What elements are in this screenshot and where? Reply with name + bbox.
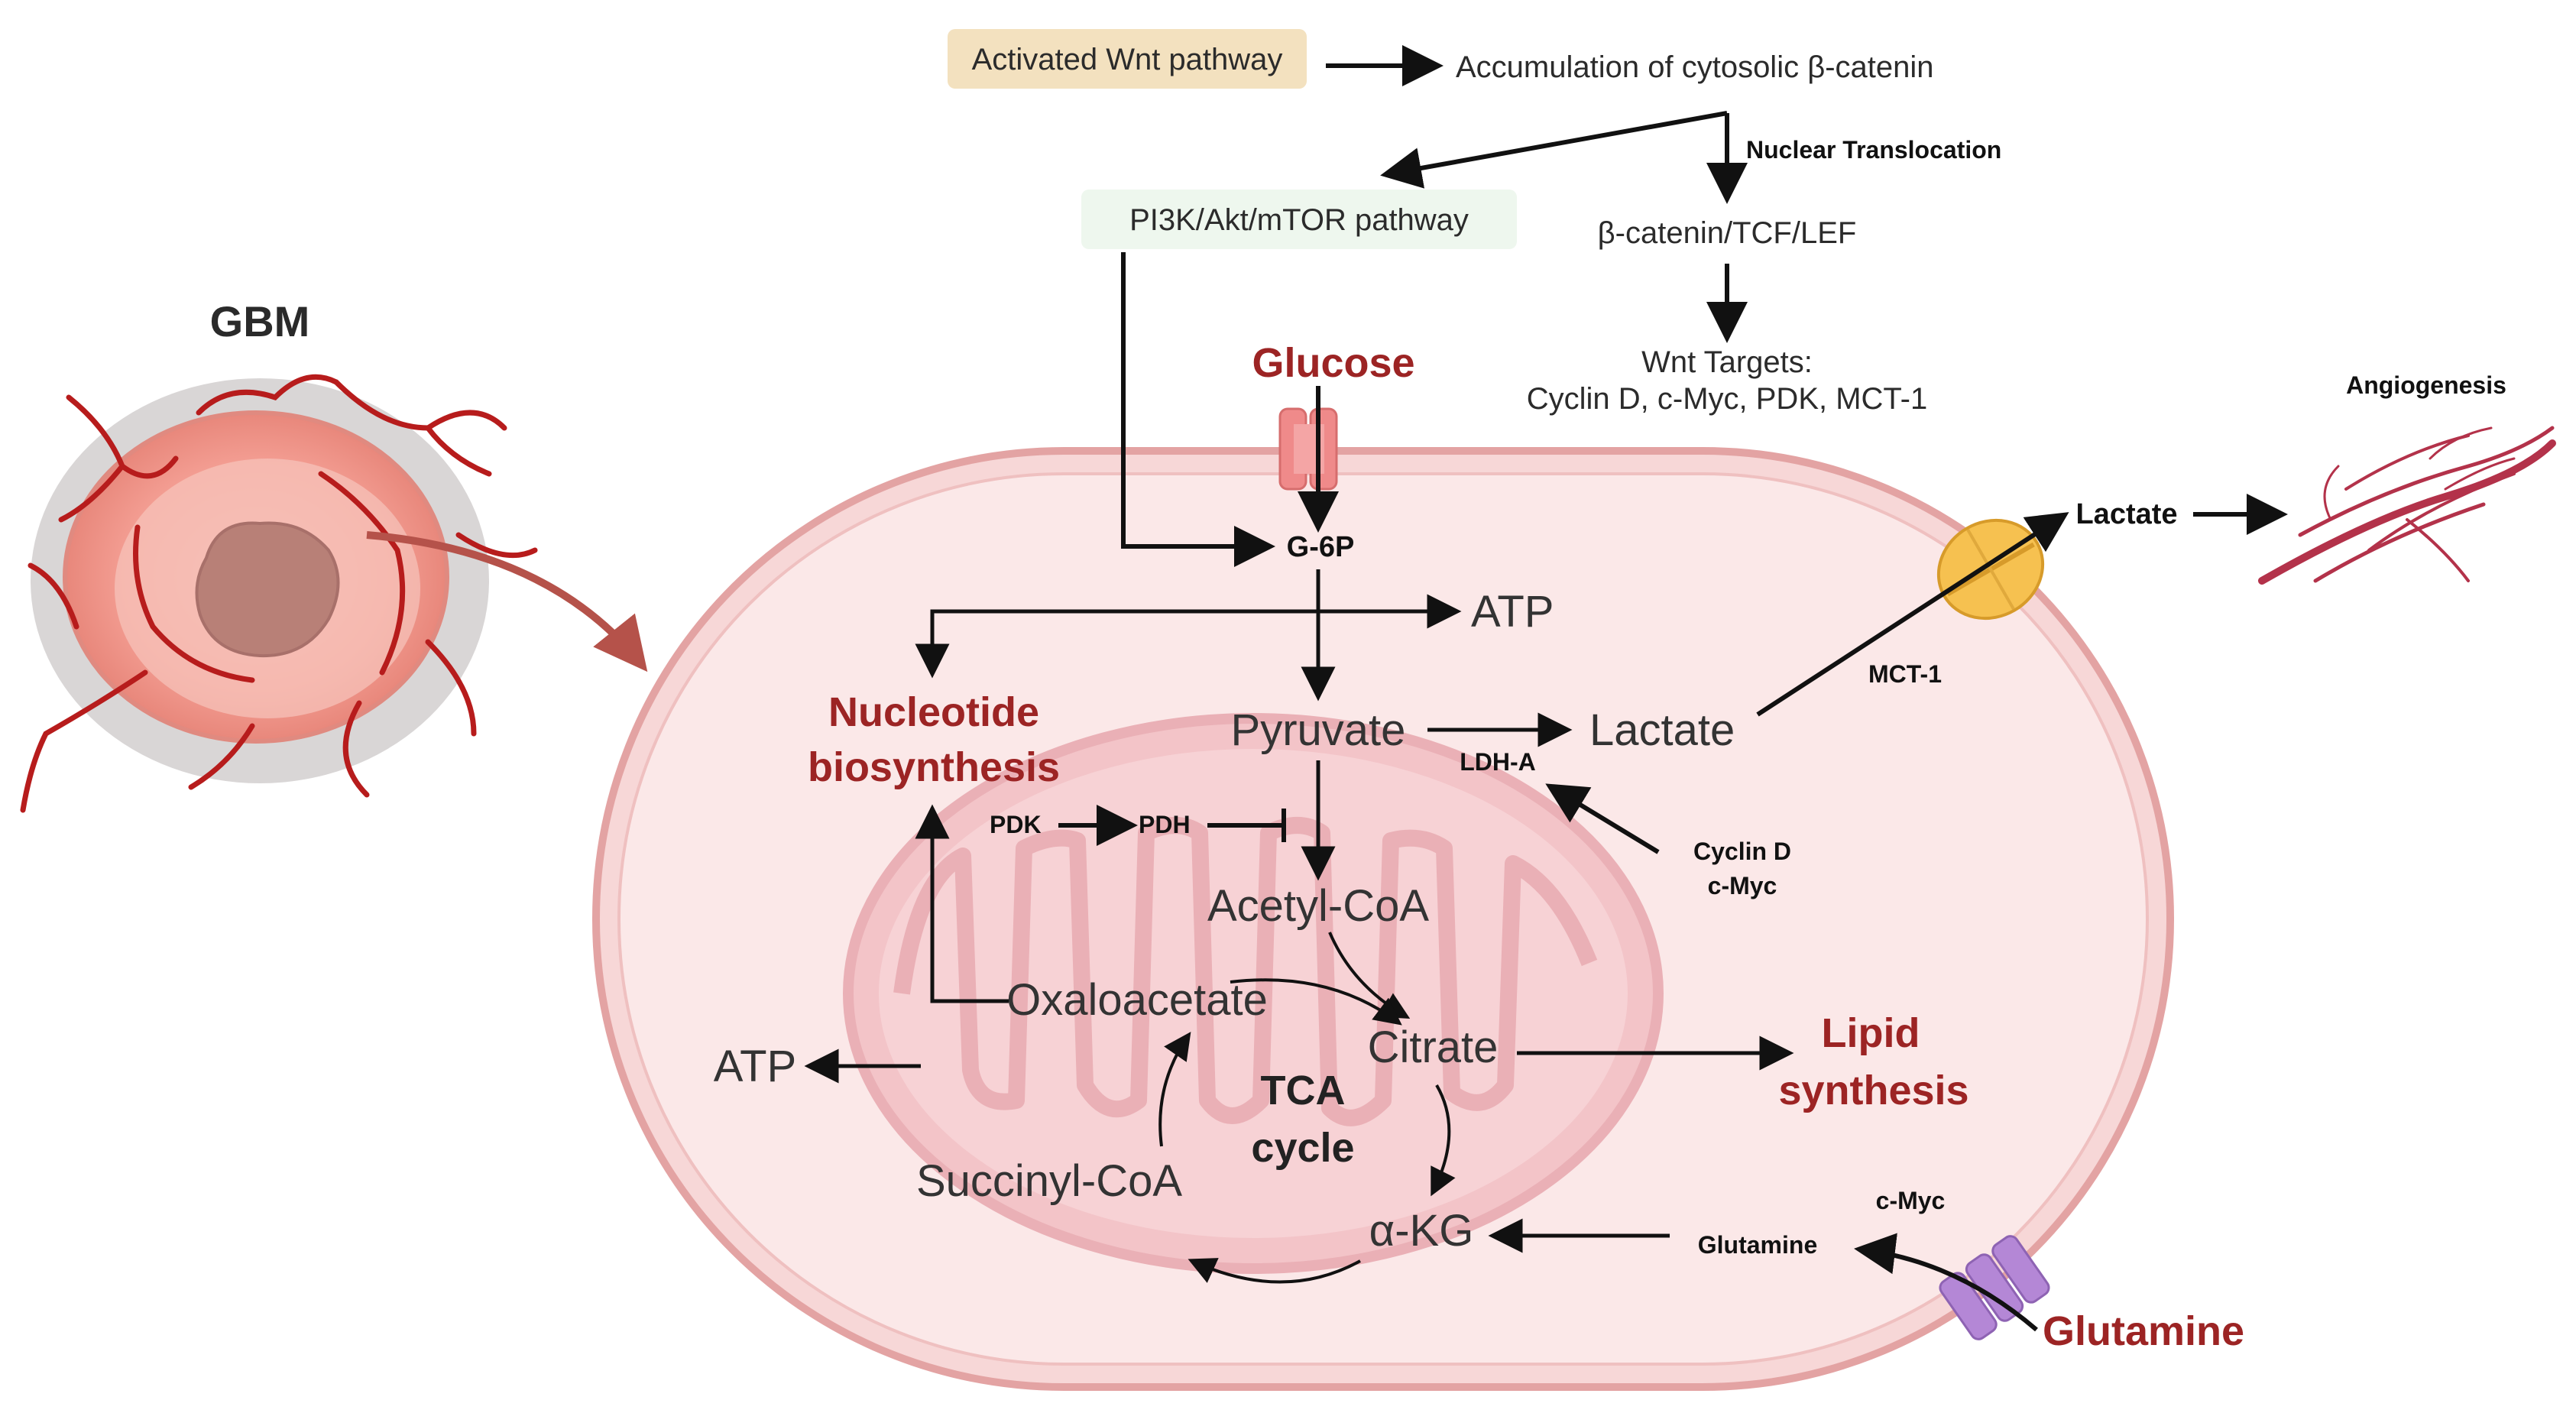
- pi3k-pathway-label: PI3K/Akt/mTOR pathway: [1129, 203, 1469, 237]
- wnt-targets-list: Cyclin D, c-Myc, PDK, MCT-1: [1527, 382, 1927, 416]
- pi3k-pathway-box[interactable]: [1081, 190, 1517, 249]
- g6p-to-nucleotide-arrow: [915, 609, 1318, 679]
- atp-left-label: ATP: [714, 1042, 797, 1091]
- lactate-out-label: Lactate: [2075, 498, 2177, 530]
- citrate-to-akg-arrow: [1431, 1084, 1456, 1197]
- citrate-label: Citrate: [1368, 1023, 1499, 1072]
- akg-to-succinyl-arrow: [1188, 1258, 1361, 1284]
- cyclin-d-label: Cyclin D: [1693, 838, 1791, 865]
- gbm-tumor: [20, 374, 648, 813]
- angiogenesis-vessels-icon: [2258, 426, 2556, 585]
- mitochondrion-cristae: [893, 817, 1598, 1126]
- glutamine-transporter: [1939, 1235, 2050, 1340]
- glutamine-inner-label: Glutamine: [1698, 1231, 1817, 1259]
- pi3k-to-g6p-arrow: [1121, 252, 1275, 567]
- lipid-line2: synthesis: [1778, 1068, 1968, 1113]
- accumulation-label: Accumulation of cytosolic β-catenin: [1456, 50, 1934, 84]
- mitochondrion: [843, 713, 1664, 1274]
- bcatenin-tcf-label: β-catenin/TCF/LEF: [1598, 216, 1857, 250]
- tumor-core: [195, 521, 340, 658]
- oxaloacetate-to-citrate-arrow: [1230, 978, 1402, 1026]
- accumulation-split-line: [1380, 111, 1728, 189]
- nucleotide-line2: biosynthesis: [808, 744, 1060, 790]
- mct1-label: MCT-1: [1868, 660, 1942, 688]
- pdh-label: PDH: [1139, 811, 1191, 838]
- atp-top-label: ATP: [1471, 587, 1554, 637]
- nuclear-translocation-label: Nuclear Translocation: [1746, 136, 2001, 164]
- cyclin-to-ldha-arrow: [1545, 783, 1660, 854]
- wnt-targets-title: Wnt Targets:: [1641, 345, 1813, 379]
- c-myc-label-1: c-Myc: [1708, 872, 1777, 899]
- oxaloacetate-to-nucleotide-arrow: [915, 804, 1009, 1003]
- tumor-to-cell-arrow: [366, 531, 648, 672]
- wnt-pathway-box[interactable]: [948, 29, 1307, 89]
- lactate-export-arrow: [1756, 512, 2069, 717]
- oxaloacetate-label: Oxaloacetate: [1006, 975, 1268, 1025]
- ldha-label: LDH-A: [1460, 748, 1536, 776]
- nucleotide-line1: Nucleotide: [828, 689, 1039, 735]
- glucose-label: Glucose: [1252, 340, 1414, 386]
- g6p-label: G-6P: [1287, 531, 1355, 563]
- angiogenesis-label: Angiogenesis: [2346, 371, 2506, 399]
- wnt-pathway-label: Activated Wnt pathway: [972, 43, 1283, 76]
- succinyl-coa-label: Succinyl-CoA: [916, 1156, 1182, 1206]
- lactate-label: Lactate: [1589, 705, 1735, 755]
- pyruvate-label: Pyruvate: [1231, 705, 1406, 755]
- glutamine-outer-label: Glutamine: [2043, 1308, 2244, 1354]
- tca-line1: TCA: [1261, 1068, 1346, 1113]
- acetyl-coa-label: Acetyl-CoA: [1207, 881, 1429, 931]
- glutamine-import-arrow: [1854, 1233, 2038, 1332]
- lipid-line1: Lipid: [1822, 1010, 1920, 1056]
- akg-label: α-KG: [1369, 1206, 1474, 1256]
- pdk-label: PDK: [990, 811, 1042, 838]
- tumor-vessels: [20, 374, 538, 813]
- gbm-label: GBM: [210, 297, 310, 345]
- succinyl-to-oxaloacetate-arrow: [1158, 1032, 1191, 1147]
- tca-line2: cycle: [1251, 1125, 1354, 1171]
- c-myc-label-2: c-Myc: [1876, 1187, 1946, 1214]
